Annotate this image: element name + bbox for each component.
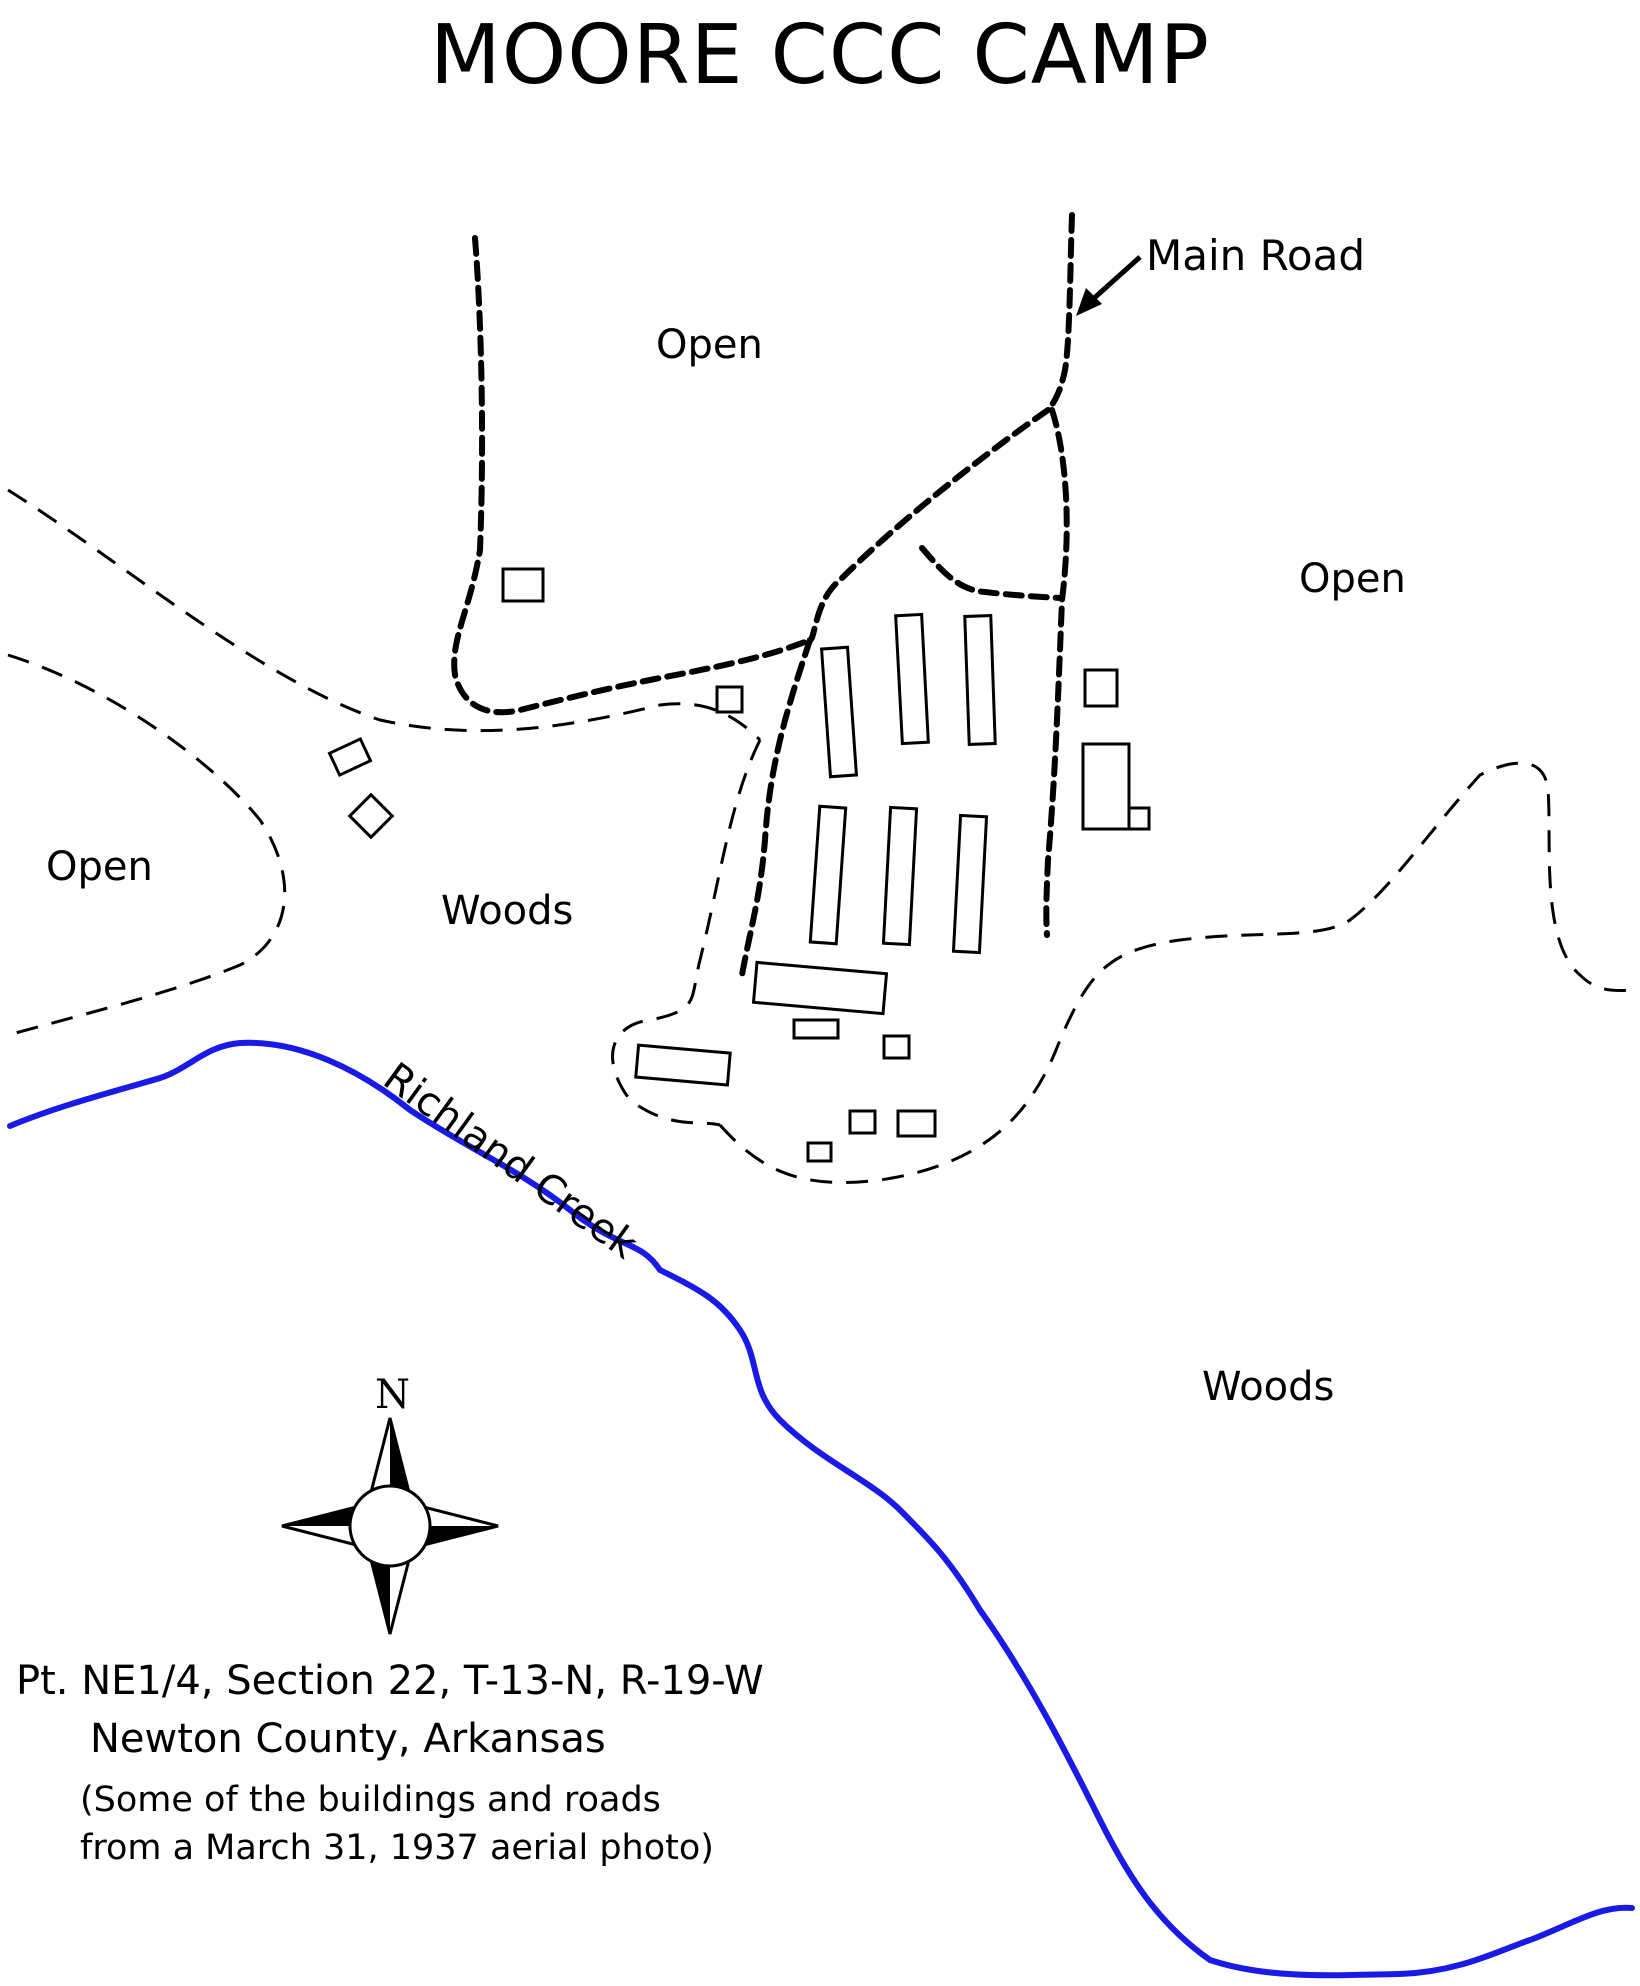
building	[634, 1043, 732, 1087]
building	[896, 1109, 937, 1138]
barracks	[819, 645, 859, 779]
barracks	[894, 612, 930, 746]
building	[1083, 668, 1119, 708]
building	[347, 792, 395, 840]
open-top-label: Open	[656, 322, 763, 368]
woods-center-label: Woods	[441, 888, 574, 934]
mess-hall	[751, 960, 889, 1016]
boundary-upper-left	[7, 488, 762, 742]
road-camp-west	[739, 637, 813, 978]
building	[1081, 742, 1131, 831]
road-loop	[919, 545, 1065, 601]
roads	[451, 212, 1075, 978]
road-diagonal	[807, 407, 1051, 643]
open-right-label: Open	[1299, 556, 1406, 602]
building	[792, 1018, 840, 1040]
woods-lower-label: Woods	[1202, 1364, 1335, 1410]
north-label: N	[375, 1372, 410, 1418]
source-note-line2: from a March 31, 1937 aerial photo)	[80, 1828, 714, 1868]
arrow-icon	[1076, 255, 1142, 316]
compass-rose-icon	[281, 1417, 499, 1635]
barracks	[881, 805, 919, 947]
main-road-label: Main Road	[1146, 231, 1366, 280]
road-west-spur	[451, 235, 813, 716]
legal-description-line2: Newton County, Arkansas	[90, 1716, 606, 1762]
source-note-line1: (Some of the buildings and roads	[80, 1780, 661, 1820]
legal-description-line1: Pt. NE1/4, Section 22, T-13-N, R-19-W	[16, 1658, 764, 1704]
building	[1127, 806, 1151, 831]
barracks	[808, 804, 848, 946]
barracks	[963, 614, 997, 746]
building	[848, 1109, 877, 1135]
woods-boundaries	[7, 488, 1640, 1184]
richland-creek-line	[7, 1039, 1635, 1979]
main-road	[1045, 212, 1075, 413]
building	[715, 685, 744, 714]
map-title: MOORE CCC CAMP	[429, 8, 1211, 103]
barracks	[951, 813, 989, 955]
boundary-left-open	[7, 653, 287, 1037]
building	[501, 567, 545, 603]
building	[806, 1141, 833, 1163]
boundary-camp-west	[611, 739, 762, 1127]
open-left-label: Open	[46, 844, 153, 890]
building	[882, 1034, 911, 1060]
road-east	[1043, 407, 1070, 938]
boundary-camp-south-east	[718, 761, 1640, 1184]
buildings	[327, 567, 1151, 1163]
building	[327, 736, 373, 778]
